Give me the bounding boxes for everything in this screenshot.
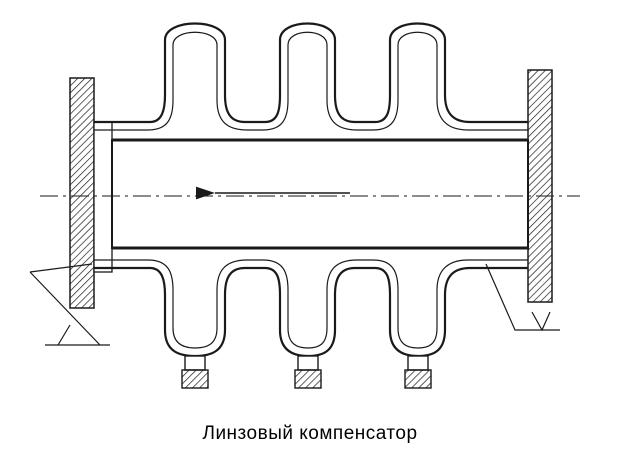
weld-mark-left <box>29 263 110 346</box>
shell-outline-top <box>94 22 528 124</box>
drain-plug-3 <box>404 355 432 389</box>
drain-plug-1 <box>181 355 209 389</box>
figure-caption: Линзовый компенсатор <box>202 423 418 444</box>
left-flange-inner <box>93 121 113 273</box>
shell-inner-top <box>94 31 528 131</box>
drain-plug-2 <box>294 355 322 389</box>
left-flange <box>69 77 95 309</box>
shell-inner-bottom <box>94 259 528 349</box>
weld-mark-right <box>485 263 560 332</box>
shell-outline-bottom <box>94 266 528 358</box>
right-flange <box>527 69 553 303</box>
inner-sleeve-pipe <box>111 139 529 249</box>
